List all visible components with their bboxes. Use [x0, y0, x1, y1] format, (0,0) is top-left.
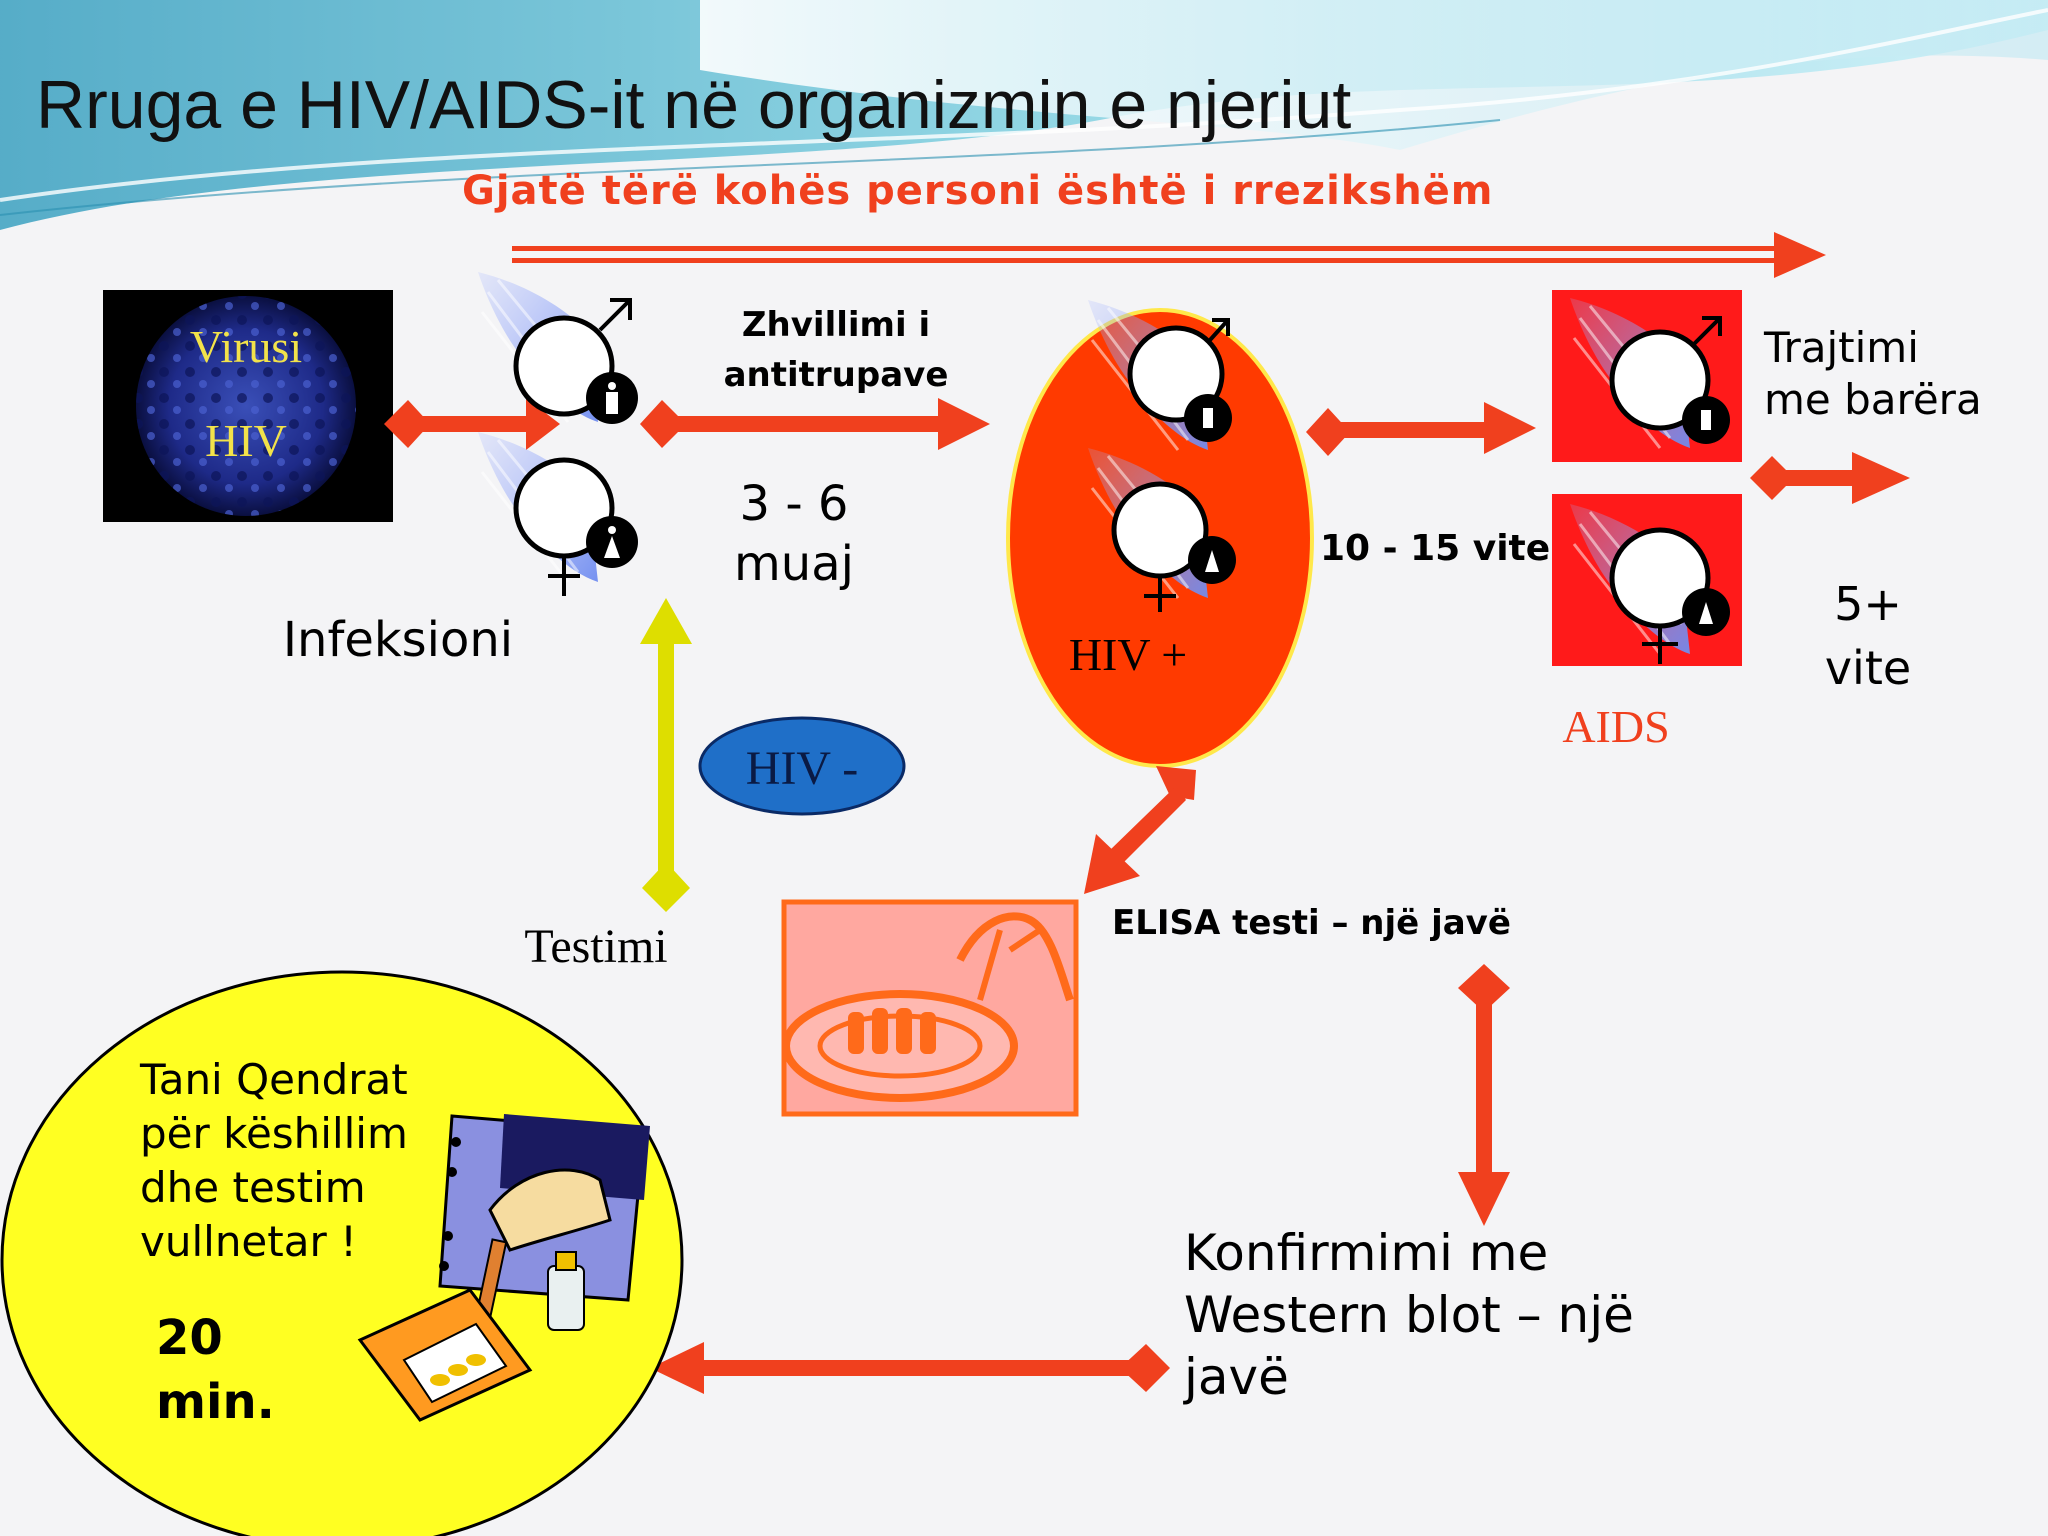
- western-blot-line2: Western blot – një: [1184, 1286, 1634, 1344]
- male-symbol-icon: [1609, 329, 1711, 431]
- treatment-line2: me barëra: [1764, 375, 1982, 424]
- header-wave-decoration: [0, 0, 2048, 230]
- arrow-hiv-to-aids: [1306, 402, 1536, 456]
- centers-line2: për këshillim: [140, 1109, 408, 1158]
- arrow-western-blot-to-centers: [650, 1342, 1170, 1394]
- test-kit-icon: [357, 1114, 650, 1422]
- rapid-test-line1: 20: [156, 1310, 223, 1366]
- centers-line1: Tani Qendrat: [139, 1055, 408, 1104]
- western-blot-line3: javë: [1183, 1348, 1289, 1406]
- woman-figure-icon: [586, 516, 638, 568]
- testing-arrow: [640, 598, 692, 912]
- antibody-label-line1: Zhvillimi i: [742, 305, 930, 345]
- lab-dish-icon: [781, 899, 1079, 1117]
- latency-label: 10 - 15 vite: [1320, 528, 1550, 569]
- virus-box: [103, 290, 393, 522]
- antibody-label-line2: antitrupave: [724, 355, 949, 395]
- page-title: Rruga e HIV/AIDS-it në organizmin e njer…: [36, 67, 1352, 143]
- hiv-negative-label: HIV -: [746, 742, 858, 795]
- treatment-line1: Trajtimi: [1763, 323, 1919, 372]
- testing-centers-circle: [0, 970, 684, 1536]
- centers-line3: dhe testim: [140, 1163, 366, 1212]
- virus-label-line2: HIV: [205, 415, 287, 466]
- page-subtitle: Gjatë tërë kohës personi është i rreziks…: [462, 168, 1494, 214]
- hiv-positive-label: HIV +: [1069, 629, 1187, 680]
- aids-label: AIDS: [1562, 701, 1669, 752]
- danger-timeline-arrow: [512, 232, 1826, 278]
- arrow-virus-to-infection: [384, 398, 560, 450]
- arrow-hiv-to-elisa: [1084, 766, 1196, 894]
- testing-label: Testimi: [524, 920, 667, 973]
- arrow-infection-to-hiv-positive: [640, 398, 990, 450]
- infected-people-group: [476, 270, 638, 596]
- arrow-elisa-to-western-blot: [1458, 964, 1510, 1226]
- elisa-label: ELISA testi – një javë: [1112, 903, 1511, 943]
- survival-line2: vite: [1825, 641, 1911, 695]
- window-period-line2: muaj: [734, 536, 854, 592]
- centers-line4: vullnetar !: [140, 1217, 357, 1266]
- man-figure-icon: [586, 372, 638, 424]
- window-period-line1: 3 - 6: [740, 476, 849, 532]
- rapid-test-line2: min.: [156, 1374, 275, 1430]
- western-blot-line1: Konfirmimi me: [1184, 1224, 1548, 1282]
- hiv-negative-oval: [698, 716, 906, 816]
- arrow-treatment: [1750, 452, 1910, 504]
- survival-line1: 5+: [1834, 577, 1902, 631]
- hiv-positive-oval: [1006, 298, 1314, 768]
- infection-label: Infeksioni: [283, 612, 513, 668]
- virus-label-line1: Virusi: [190, 321, 302, 372]
- aids-group: [1552, 290, 1742, 666]
